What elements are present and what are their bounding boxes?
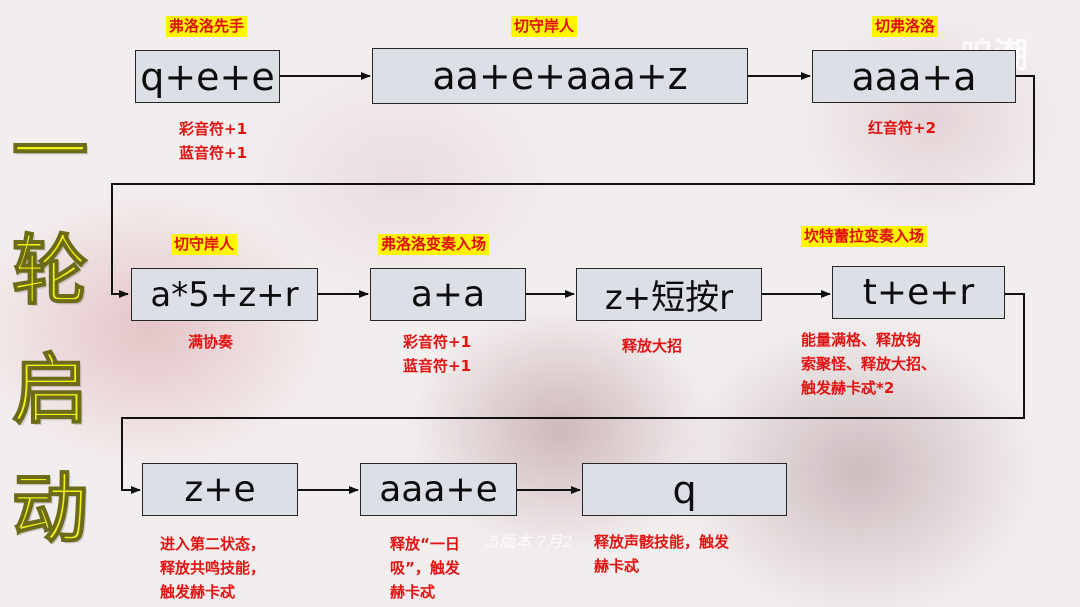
side-title: 一 轮 启 动 [6, 92, 94, 568]
step-tag: 切弗洛洛 [872, 16, 939, 37]
step-tag: 切守岸人 [171, 234, 238, 255]
note-line: 彩音符+1 [179, 120, 248, 138]
note-line: 能量满格、释放钩 [801, 331, 922, 349]
note-line: 触发赫卡忒*2 [801, 379, 895, 397]
note-line: 索聚怪、释放大招、 [801, 355, 937, 373]
step-notes: 彩音符+1 蓝音符+1 [403, 330, 471, 378]
title-char: 一 [11, 106, 89, 197]
action-box: z+短按r [576, 268, 762, 321]
action-box: aaa+a [812, 50, 1016, 103]
note-line: 赫卡忒 [390, 583, 436, 601]
action-box: t+e+r [832, 266, 1005, 319]
note-line: 触发赫卡忒 [160, 583, 236, 601]
step-notes: 能量满格、释放钩 索聚怪、释放大招、 触发赫卡忒*2 [801, 328, 936, 400]
note-line: 吸”，触发 [390, 559, 460, 577]
action-box: q+e+e [135, 50, 280, 103]
note-line: 蓝音符+1 [179, 144, 248, 162]
background-watermark: .5版本 7月2 [484, 532, 573, 551]
step-notes: 释放声骸技能，触发 赫卡忒 [594, 530, 729, 578]
note-line: 彩音符+1 [403, 333, 472, 351]
action-box: a+a [370, 268, 526, 321]
row-wrap-connector [121, 293, 1025, 494]
action-box: aaa+e [360, 463, 517, 516]
step-notes: 红音符+2 [868, 116, 936, 140]
step-notes: 彩音符+1 蓝音符+1 [179, 117, 247, 165]
note-line: 赫卡忒 [594, 557, 640, 575]
note-line: 进入第二状态， [160, 535, 266, 553]
note-line: 释放共鸣技能， [160, 559, 266, 577]
action-box: z+e [142, 463, 298, 516]
step-notes: 释放“一日 吸”，触发 赫卡忒 [390, 532, 460, 604]
action-box: a*5+z+r [131, 268, 318, 321]
step-tag: 坎特蕾拉变奏入场 [801, 226, 928, 247]
note-line: 释放声骸技能，触发 [594, 533, 730, 551]
title-char: 启 [11, 344, 89, 435]
note-line: 释放“一日 [390, 535, 460, 553]
step-tag: 弗洛洛先手 [166, 16, 248, 37]
step-notes: 满协奏 [188, 330, 233, 354]
note-line: 蓝音符+1 [403, 357, 472, 375]
note-line: 红音符+2 [868, 119, 937, 137]
step-notes: 进入第二状态， 释放共鸣技能， 触发赫卡忒 [160, 532, 265, 604]
note-line: 满协奏 [188, 333, 234, 351]
action-box: aa+e+aaa+z [372, 48, 748, 104]
row-wrap-connector [111, 75, 1035, 298]
step-tag: 切守岸人 [511, 16, 578, 37]
step-tag: 弗洛洛变奏入场 [378, 234, 490, 255]
action-box: q [582, 463, 787, 516]
note-line: 释放大招 [622, 337, 683, 355]
title-char: 轮 [11, 225, 89, 316]
title-char: 动 [11, 463, 89, 554]
step-notes: 释放大招 [622, 334, 682, 358]
